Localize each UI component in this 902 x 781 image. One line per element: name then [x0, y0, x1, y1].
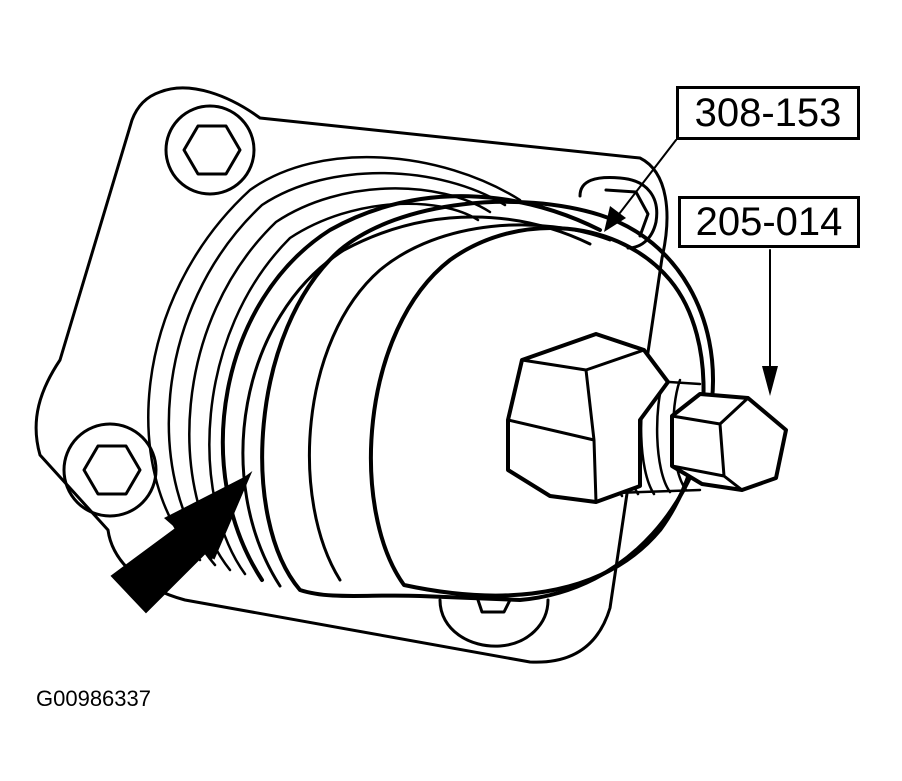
installer-tool-step	[307, 223, 612, 582]
bolt-head-top-left	[182, 124, 242, 176]
bolt-head-bottom-left	[82, 444, 142, 496]
installer-tool-body	[260, 199, 715, 602]
callout-308-153: 308-153	[676, 86, 860, 140]
bolt-boss-top-left	[164, 104, 256, 196]
leader-308-153	[615, 139, 677, 219]
bolt-boss-bottom	[438, 598, 550, 648]
bolt-boss-bottom-left	[62, 422, 158, 518]
leader-205-014-arrowhead	[762, 366, 778, 396]
callout-205-014-label: 205-014	[695, 200, 843, 244]
hex-nut	[506, 332, 670, 504]
callout-308-153-label: 308-153	[694, 91, 842, 135]
figure-id: G00986337	[36, 686, 151, 711]
installation-direction-arrow-head	[164, 474, 250, 560]
bolt-head-top-right	[604, 188, 650, 238]
leader-308-153-arrowhead	[604, 206, 626, 232]
screw-hex-end	[670, 392, 788, 492]
installer-tool-face-ring	[368, 226, 706, 598]
hex-nut-edges	[506, 348, 646, 504]
screw-hex-end-edges	[670, 396, 750, 492]
bolt-boss-top-right	[578, 176, 659, 250]
bolt-head-bottom	[476, 598, 512, 614]
mounting-flange	[34, 86, 669, 664]
callout-205-014: 205-014	[678, 196, 860, 248]
